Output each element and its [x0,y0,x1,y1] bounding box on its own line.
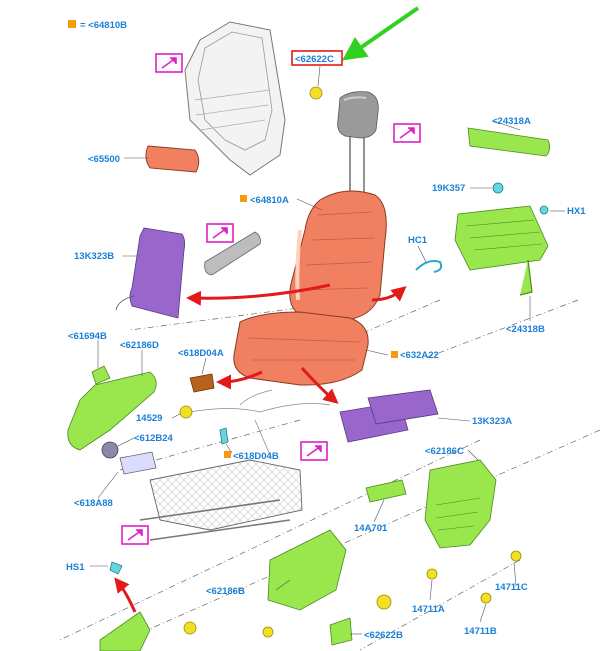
connector-hc1 [415,260,443,273]
arrow-up-right-icon[interactable] [121,525,149,545]
label-14529[interactable]: 14529 [136,413,162,424]
label-62622c[interactable]: <62622C [295,54,334,65]
label-62186b[interactable]: <62186B [206,586,245,597]
label-hx1[interactable]: HX1 [567,206,586,217]
arrow-up-right-icon[interactable] [393,123,421,143]
label-13k323a[interactable]: 13K323A [472,416,512,427]
arrow-down-left-icon [342,6,420,61]
orange-marker [224,451,231,458]
highlight-box-62622c [291,50,343,66]
label-14711a[interactable]: 14711A [412,604,445,615]
heater-pad-back [115,227,186,319]
leader-lines [90,65,565,635]
headrest [337,91,379,200]
label-62622b[interactable]: <62622B [364,630,403,641]
label-hc1[interactable]: HC1 [408,235,428,246]
legend-swatch-icon [68,20,76,28]
connector-hs1 [109,561,123,575]
arrow-up-right-icon[interactable] [300,441,328,461]
label-65500[interactable]: <65500 [88,154,120,165]
yellow-clips [179,86,522,638]
orange-marker [391,351,398,358]
side-shield-right [424,459,497,549]
seat-back-trim [289,190,387,321]
label-61694b[interactable]: <61694B [68,331,107,342]
arrow-up-right-icon[interactable] [155,53,183,73]
legend-text: = <64810B [80,20,127,31]
orange-marker [240,195,247,202]
label-24318b[interactable]: <24318B [506,324,545,335]
side-shield-bottom-left [99,611,151,651]
back-frame [184,21,286,176]
label-hs1[interactable]: HS1 [66,562,85,573]
label-62186d[interactable]: <62186D [120,340,159,351]
label-19k357[interactable]: 19K357 [432,183,465,194]
label-618a88[interactable]: <618A88 [74,498,113,509]
guide-lines [59,299,600,651]
side-bracket-24318 [454,127,550,296]
label-618d04b[interactable]: <618D04B [233,451,279,462]
label-632a22[interactable]: <632A22 [400,350,439,361]
label-14a701[interactable]: 14A701 [354,523,388,534]
label-62186c[interactable]: <62186C [425,446,464,457]
label-64810a[interactable]: <64810A [250,195,289,206]
red-arrows [114,283,407,613]
bracket-618a88 [119,451,157,475]
label-618d04a[interactable]: <618D04A [178,348,224,359]
part-14a701 [365,479,407,503]
wiring-harness [189,389,331,456]
side-piece-62622b [329,617,353,646]
label-612b24[interactable]: <612B24 [134,433,174,444]
label-14711c[interactable]: 14711C [495,582,528,593]
recliner-handle [204,231,261,276]
label-24318a[interactable]: <24318A [492,116,531,127]
label-13k323b[interactable]: 13K323B [74,251,114,262]
connector-cyan [219,427,229,445]
seat-track-frame [139,459,303,541]
motor-612b24 [101,441,119,459]
side-shield-62186b [267,529,347,611]
clip-618d04a [189,373,215,393]
heater-pad-cushion [339,389,439,443]
side-shield-left [67,365,157,451]
seat-cushion-trim [233,311,369,386]
trim-panel-65500 [145,145,200,173]
arrow-up-right-icon[interactable] [206,223,234,243]
label-14711b[interactable]: 14711B [464,626,497,637]
